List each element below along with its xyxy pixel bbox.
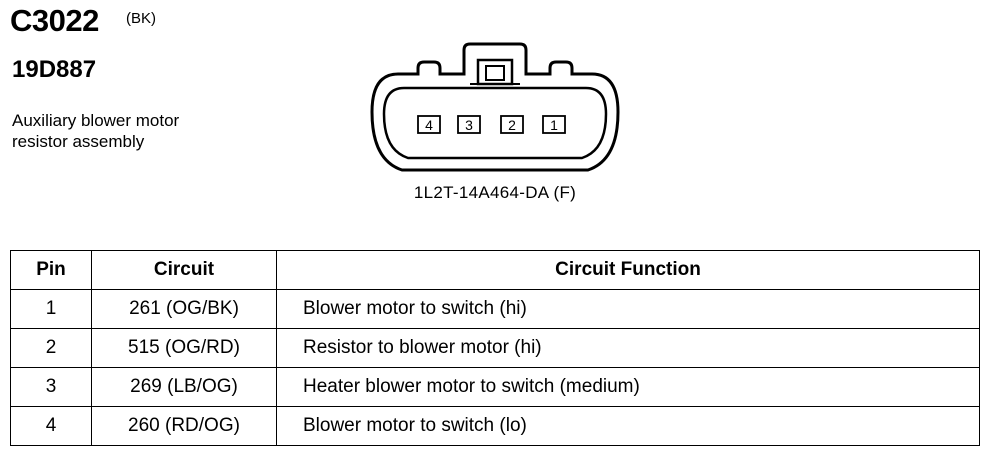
header-pin: Pin	[10, 250, 92, 290]
connector-inner-face	[382, 86, 608, 160]
connector-id: C3022	[10, 3, 99, 38]
pin-cavity-2	[500, 115, 524, 134]
pin-cavity-1	[542, 115, 566, 134]
function-cell: Blower motor to switch (hi)	[276, 289, 980, 329]
component-description: Auxiliary blower motor resistor assembly	[12, 110, 252, 152]
pin-label-2: 2	[508, 117, 516, 133]
connector-lock-key	[485, 65, 505, 81]
description-line: resistor assembly	[12, 132, 145, 151]
table-row: 4 260 (RD/OG) Blower motor to switch (lo…	[10, 406, 980, 446]
description-line: Auxiliary blower motor	[12, 111, 180, 130]
pin-cell: 2	[10, 328, 92, 368]
table-row: 1 261 (OG/BK) Blower motor to switch (hi…	[10, 289, 980, 329]
function-cell: Resistor to blower motor (hi)	[276, 328, 980, 368]
circuit-cell: 261 (OG/BK)	[91, 289, 277, 329]
function-cell: Blower motor to switch (lo)	[276, 406, 980, 446]
pin-label-4: 4	[425, 117, 433, 133]
table-header-row: Pin Circuit Circuit Function	[10, 250, 980, 290]
circuit-cell: 260 (RD/OG)	[91, 406, 277, 446]
part-number: 19D887	[12, 56, 97, 83]
pin-cavity-4	[417, 115, 441, 134]
pin-label-3: 3	[465, 117, 473, 133]
header-circuit: Circuit	[91, 250, 277, 290]
pin-cell: 3	[10, 367, 92, 407]
table-row: 2 515 (OG/RD) Resistor to blower motor (…	[10, 328, 980, 368]
function-cell: Heater blower motor to switch (medium)	[276, 367, 980, 407]
pin-label-1: 1	[550, 117, 558, 133]
connector-face-drawing: 4 3 2 1	[370, 42, 620, 172]
connector-color: (BK)	[126, 10, 156, 27]
connector-code: 1L2T-14A464-DA (F)	[413, 183, 577, 202]
pinout-table: Pin Circuit Circuit Function 1 261 (OG/B…	[10, 250, 980, 446]
connector-outer-housing	[370, 42, 620, 172]
circuit-cell: 515 (OG/RD)	[91, 328, 277, 368]
pin-cell: 4	[10, 406, 92, 446]
pin-cell: 1	[10, 289, 92, 329]
table-row: 3 269 (LB/OG) Heater blower motor to swi…	[10, 367, 980, 407]
circuit-cell: 269 (LB/OG)	[91, 367, 277, 407]
pin-cavity-3	[457, 115, 481, 134]
header-function: Circuit Function	[276, 250, 980, 290]
